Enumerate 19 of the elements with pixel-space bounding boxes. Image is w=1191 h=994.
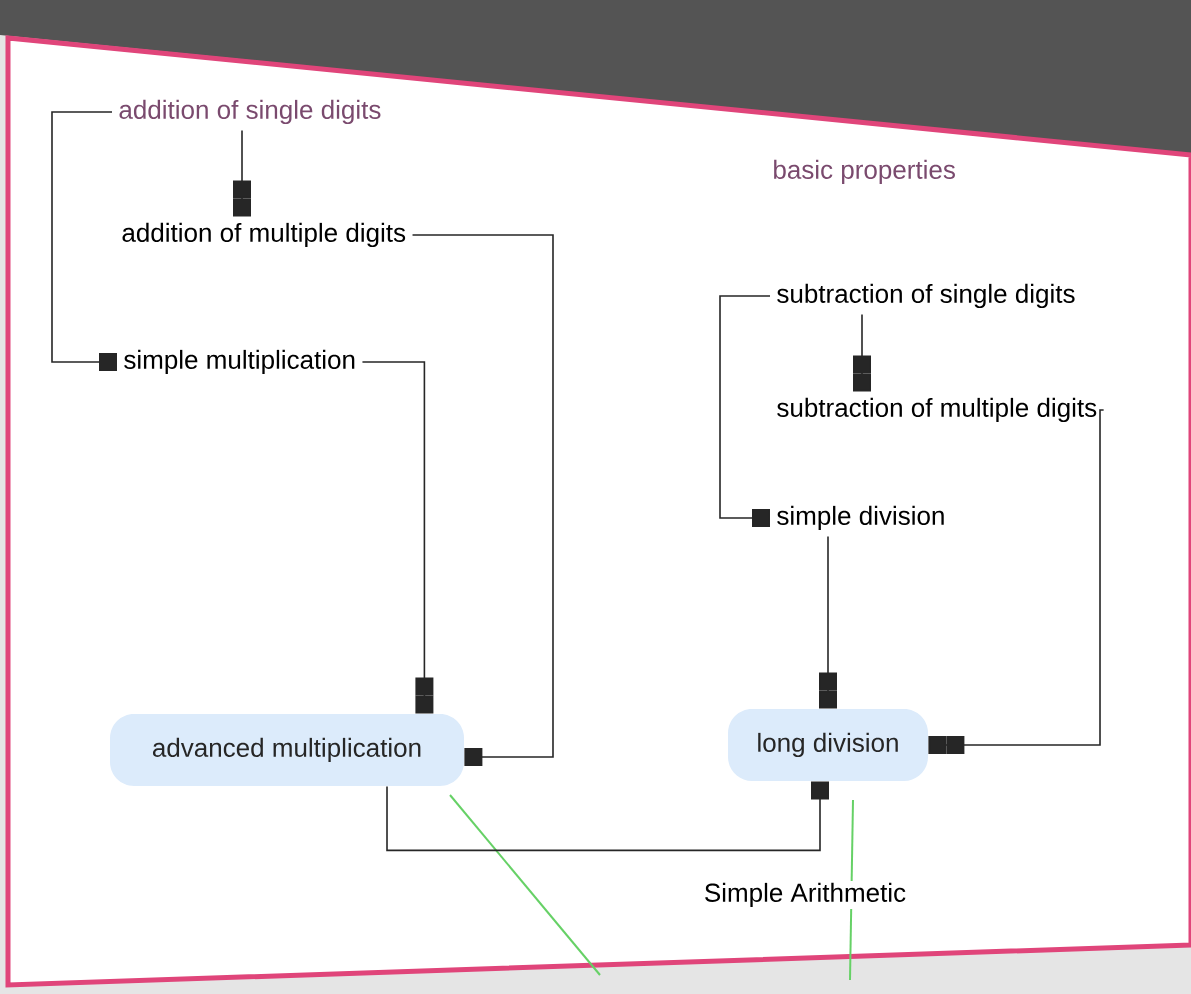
node-label: subtraction of multiple digits	[777, 397, 1097, 423]
text-label: Simple Arithmetic	[701, 880, 909, 910]
connector	[386, 781, 829, 852]
rounded-box: long division	[728, 709, 928, 781]
node-label: simple multiplication	[124, 349, 355, 375]
node-label: addition of multiple digits	[122, 222, 406, 248]
text-label: basic properties	[770, 157, 958, 187]
connector	[361, 361, 434, 714]
node-label: addition of single digits	[119, 99, 381, 125]
node-label: subtraction of single digits	[777, 283, 1075, 309]
connector	[819, 535, 837, 709]
connector	[411, 234, 554, 766]
rounded-box: advanced multiplication	[110, 714, 464, 786]
connector	[233, 129, 251, 217]
connector	[719, 295, 771, 527]
connector	[853, 313, 871, 392]
connector	[928, 409, 1105, 754]
node-label: simple division	[777, 505, 944, 531]
connector	[51, 111, 117, 371]
